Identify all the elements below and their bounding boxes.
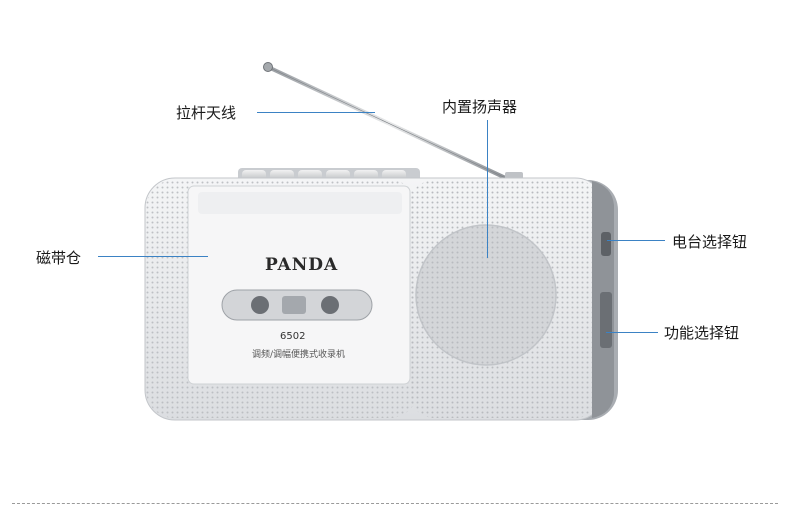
telescopic-antenna	[263, 62, 523, 182]
cassette-pointer-line	[98, 256, 208, 257]
cassette-door	[187, 185, 411, 385]
bottom-divider	[12, 503, 778, 504]
antenna-pointer-line	[257, 112, 375, 113]
cassette-label: 磁带仓	[36, 249, 82, 267]
antenna-label: 拉杆天线	[176, 104, 237, 122]
speaker-grille	[415, 224, 557, 366]
station-selector-label: 电台选择钮	[672, 233, 748, 251]
speaker-pointer-line	[487, 120, 488, 258]
function-selector-pointer-line	[606, 332, 658, 333]
function-selector-label: 功能选择钮	[664, 324, 740, 342]
station-selector-pointer-line	[607, 240, 665, 241]
device-description: 调频/调幅便携式收录机	[252, 350, 346, 360]
model-number: 6502	[280, 331, 306, 342]
brand-logo-text: PANDA	[265, 255, 339, 275]
speaker-label: 内置扬声器	[442, 98, 518, 116]
